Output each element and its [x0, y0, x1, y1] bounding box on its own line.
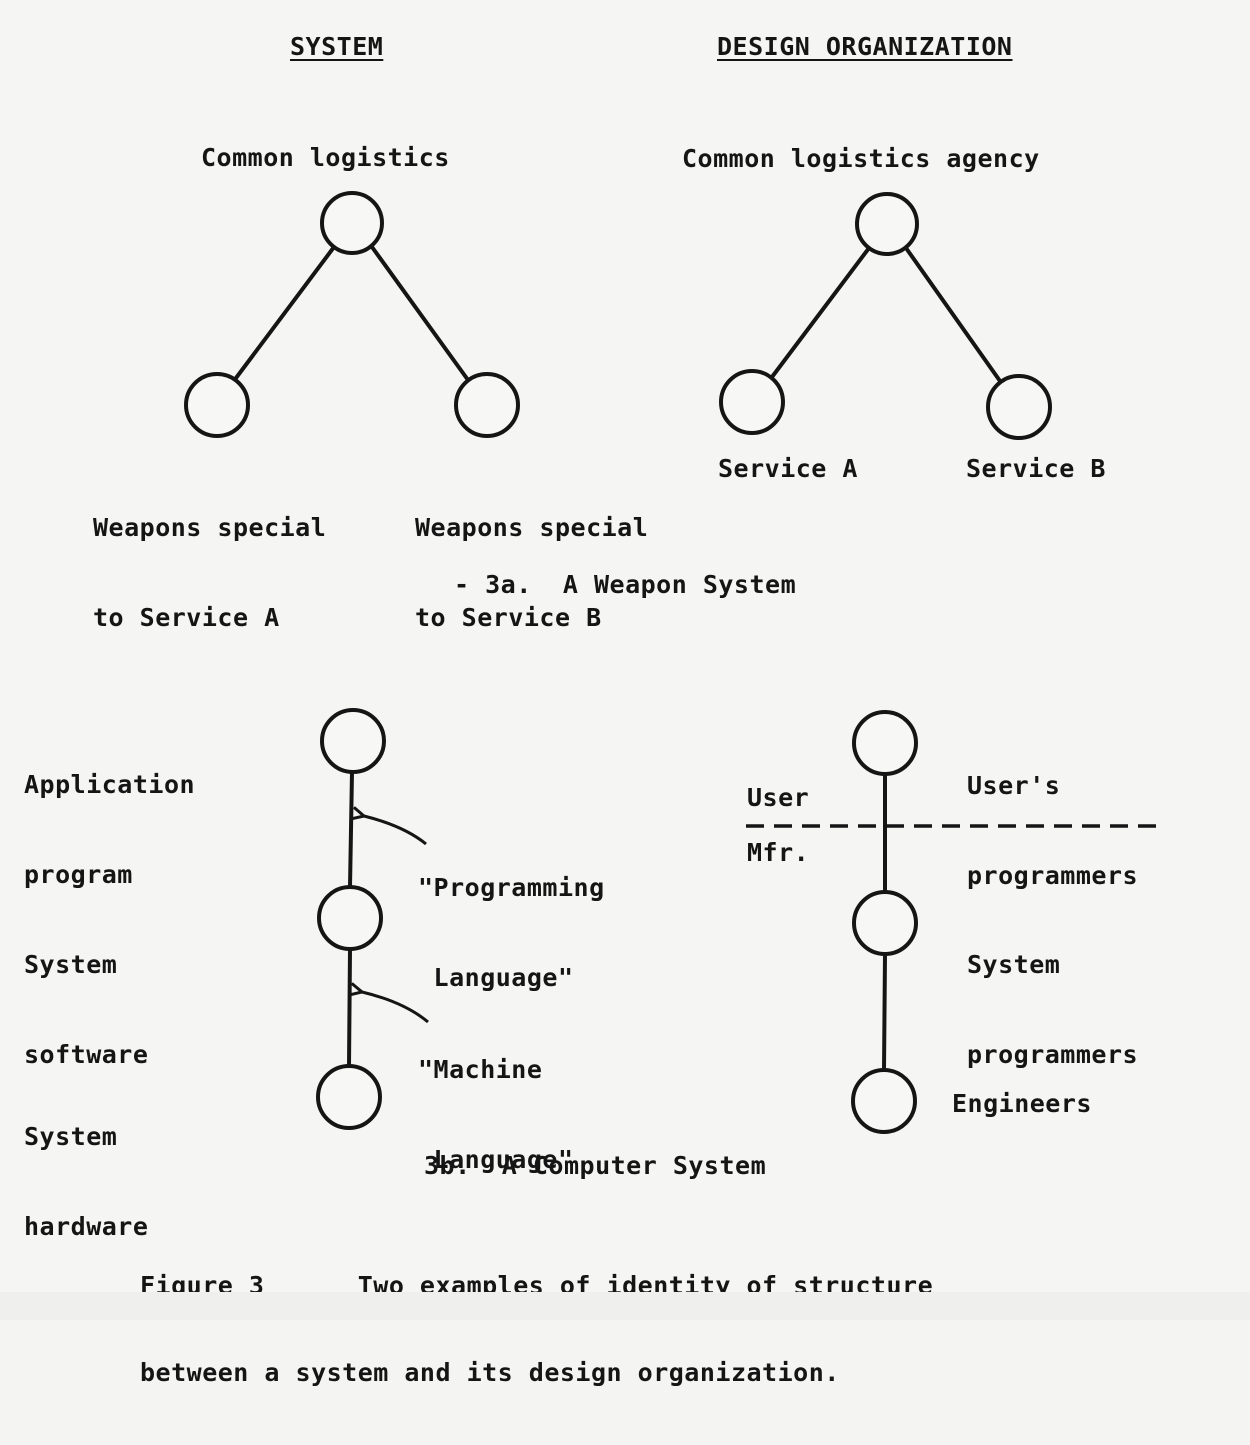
node-engineers: [851, 1068, 917, 1134]
label-programming-language: "Programming Language": [418, 873, 605, 992]
programming-language-arrow: [364, 816, 427, 846]
edge-software-to-hardware: [347, 948, 352, 1068]
node-application-program: [320, 708, 386, 774]
label-application-program: Application program: [24, 770, 196, 889]
label-service-a: Service A: [718, 454, 858, 483]
node-system-programmers: [852, 890, 918, 956]
figure-caption: Figure 3 Two examples of identity of str…: [140, 1271, 934, 1387]
label-system-software: System software: [24, 950, 149, 1069]
page-bottom-band: [0, 1292, 1250, 1320]
label-weapons-service-a: Weapons special to Service A: [93, 513, 327, 632]
label-weapons-service-b: Weapons special to Service B: [415, 513, 649, 632]
node-weapons-service-b: [454, 372, 520, 438]
heading-system: SYSTEM: [290, 32, 384, 61]
label-engineers: Engineers: [952, 1089, 1092, 1118]
edge-org-root-left: [770, 246, 871, 379]
edge-org-root-right: [904, 246, 1002, 383]
caption-3a: - 3a. A Weapon System: [454, 570, 797, 599]
label-common-logistics: Common logistics: [201, 143, 450, 172]
node-system-software: [317, 885, 383, 951]
edge-system-programmers-to-engineers: [882, 953, 887, 1072]
node-weapons-service-a: [184, 372, 250, 438]
label-user: User: [747, 783, 810, 812]
label-common-logistics-agency: Common logistics agency: [682, 144, 1040, 173]
edge-system-root-left: [234, 245, 336, 380]
label-machine-language: "Machine Language": [418, 1055, 574, 1174]
label-service-b: Service B: [966, 454, 1106, 483]
label-users-programmers: User's programmers: [967, 771, 1139, 890]
machine-language-arrow: [362, 992, 429, 1024]
edge-application-to-software: [348, 770, 354, 889]
node-service-b: [986, 374, 1052, 440]
node-common-logistics-agency: [855, 192, 919, 256]
node-service-a: [719, 369, 785, 435]
node-common-logistics: [320, 191, 384, 255]
node-users-programmers: [852, 710, 918, 776]
structure-diagram: [184, 191, 1166, 1134]
label-system-hardware: System hardware: [24, 1122, 149, 1241]
caption-3b: 3b. A Computer System: [424, 1151, 767, 1180]
node-system-hardware: [316, 1064, 382, 1130]
heading-design-organization: DESIGN ORGANIZATION: [717, 32, 1013, 61]
figure-page: SYSTEM DESIGN ORGANIZATION Common logist…: [0, 32, 1250, 1387]
label-system-programmers: System programmers: [967, 950, 1139, 1069]
label-mfr: Mfr.: [747, 838, 810, 867]
edge-system-root-right: [370, 245, 470, 382]
